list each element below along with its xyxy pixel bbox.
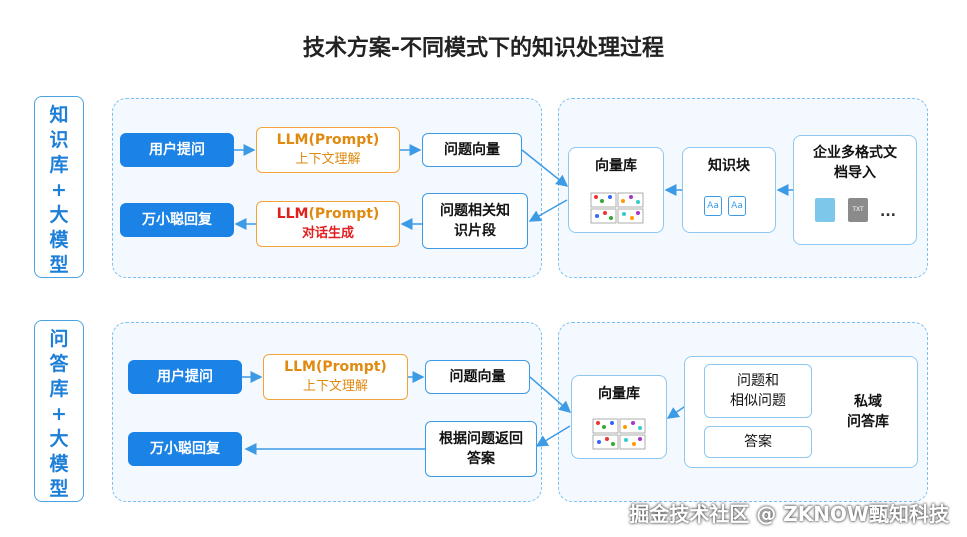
llm-prefix: LLM (276, 206, 309, 222)
import-docs-label: 企业多格式文 档导入 (813, 145, 897, 181)
side-label-qa-llm: 问 答 库 + 大 模 型 (34, 320, 84, 502)
side-char: + (51, 179, 67, 201)
llm-subtitle: 上下文理解 (295, 152, 361, 167)
side-char: 知 (49, 104, 69, 126)
side-char: 模 (49, 229, 69, 251)
vector-db-label: 向量库 (598, 386, 640, 402)
side-char: + (51, 403, 67, 425)
arrow (528, 199, 568, 222)
answer-box: 万小聪回复 (128, 432, 242, 466)
arrow (529, 376, 572, 413)
side-char: 库 (49, 378, 69, 400)
arrow (521, 149, 569, 187)
side-label-knowledge-llm: 知 识 库 + 大 模 型 (34, 96, 84, 278)
vector-db-icon (592, 418, 646, 450)
llm-context-box: LLM(Prompt) 上下文理解 (256, 127, 400, 173)
side-char: 库 (49, 154, 69, 176)
import-docs-card (793, 135, 917, 245)
knowledge-block-card (682, 147, 776, 233)
llm-context-box: LLM(Prompt) 上下文理解 (263, 354, 408, 400)
side-char: 模 (49, 453, 69, 475)
answer-box: 万小聪回复 (120, 203, 234, 237)
vector-db-icon (590, 192, 644, 224)
side-char: 大 (49, 204, 69, 226)
txt-file-icon: TXT (848, 198, 868, 222)
side-char: 答 (49, 353, 69, 375)
vector-db-label: 向量库 (595, 158, 637, 174)
more-ellipsis: ... (880, 204, 896, 220)
llm-suffix: (Prompt) (308, 206, 380, 222)
side-char: 大 (49, 428, 69, 450)
watermark: 掘金技术社区 @ ZKNOW甄知科技 (629, 502, 949, 526)
arrow (535, 425, 571, 447)
llm-dialog-box: LLM(Prompt) 对话生成 (256, 201, 400, 247)
user-question-box: 用户提问 (120, 133, 234, 167)
private-qa-label: 私域 问答库 (847, 394, 889, 430)
llm-title: LLM(Prompt) (284, 359, 387, 375)
related-fragments-box: 问题相关知 识片段 (422, 193, 528, 249)
llm-title: LLM(Prompt) (276, 132, 380, 148)
question-vector-box: 问题向量 (425, 360, 530, 394)
side-char: 型 (49, 478, 69, 500)
side-char: 型 (49, 254, 69, 276)
doc-icon: Aa (704, 196, 722, 216)
vector-db-card (571, 375, 667, 459)
file-icon (815, 198, 835, 222)
page-title: 技术方案-不同模式下的知识处理过程 (302, 36, 665, 61)
return-answer-box: 根据问题返回 答案 (425, 421, 537, 477)
llm-subtitle: 上下文理解 (302, 379, 368, 394)
side-char: 识 (49, 129, 69, 151)
knowledge-block-label: 知识块 (708, 158, 750, 174)
question-vector-box: 问题向量 (422, 133, 522, 167)
side-char: 问 (49, 328, 69, 350)
user-question-box: 用户提问 (128, 360, 242, 394)
llm-title: LLM(Prompt) (277, 204, 380, 224)
llm-subtitle: 对话生成 (301, 226, 354, 241)
answers-box: 答案 (704, 426, 812, 458)
similar-questions-box: 问题和 相似问题 (704, 364, 812, 418)
doc-icon: Aa (728, 196, 746, 216)
